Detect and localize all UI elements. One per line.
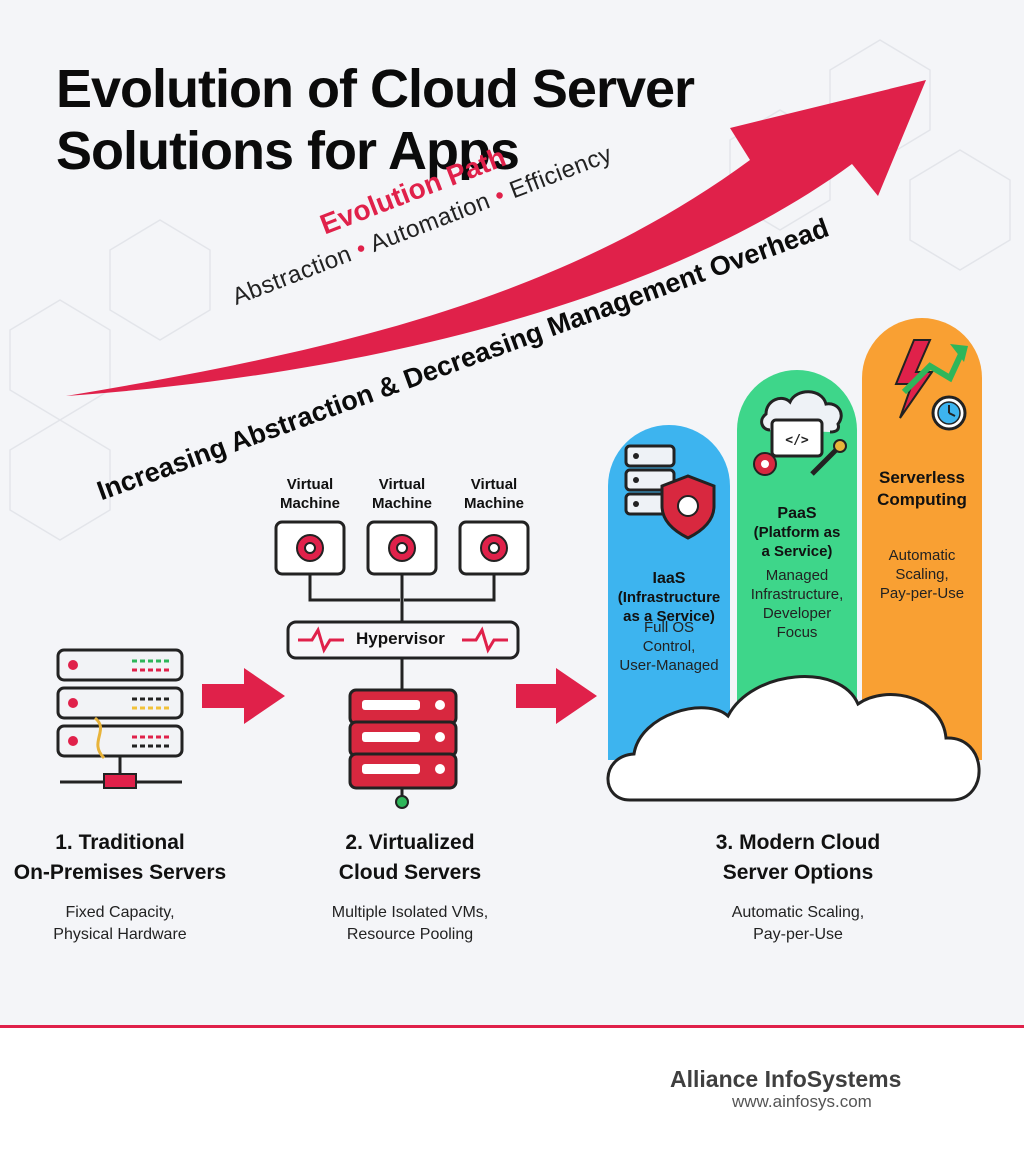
vm-label-2: Virtual Machine xyxy=(354,475,450,513)
serverless-desc-line: Scaling, xyxy=(895,566,949,583)
vm-label-line: Virtual xyxy=(470,476,518,493)
stage-title-line: 2. Virtualized xyxy=(345,831,475,854)
arrow-right-icon xyxy=(202,668,285,724)
page-title: Evolution of Cloud Server Solutions for … xyxy=(56,58,695,182)
serverless-title: Serverless Computing xyxy=(862,467,982,511)
arrow-right-icon xyxy=(516,668,597,724)
serverless-title-line: Serverless xyxy=(878,468,966,487)
iaas-server-shield-icon xyxy=(624,444,716,540)
footer xyxy=(0,1025,1024,1157)
serverless-desc-line: Pay-per-Use xyxy=(879,585,965,602)
stage-desc-line: Automatic Scaling, xyxy=(731,904,865,921)
vm-label-3: Virtual Machine xyxy=(446,475,542,513)
hypervisor-bar xyxy=(286,620,520,690)
svg-text:</>: </> xyxy=(785,433,809,448)
stage-3-title: 3. Modern Cloud Server Options xyxy=(678,828,918,888)
stage-2-desc: Multiple Isolated VMs, Resource Pooling xyxy=(290,902,530,946)
stage-desc-line: Multiple Isolated VMs, xyxy=(331,904,489,921)
company-name: Alliance InfoSystems xyxy=(670,1066,902,1092)
physical-server-icon xyxy=(56,648,184,789)
paas-desc-line: Developer xyxy=(762,605,832,622)
paas-desc-line: Infrastructure, xyxy=(750,586,844,603)
iaas-title-line: (Infrastructure xyxy=(617,589,721,606)
vm-label-line: Machine xyxy=(463,495,524,512)
evolution-arrow xyxy=(66,80,926,396)
paas-cloud-code-icon: </> xyxy=(753,390,847,476)
stage-title-line: Server Options xyxy=(722,861,874,884)
stage-title-line: 3. Modern Cloud xyxy=(715,831,881,854)
vm-label-line: Machine xyxy=(279,495,340,512)
stage-2-title: 2. Virtualized Cloud Servers xyxy=(290,828,530,888)
hypervisor-label: Hypervisor xyxy=(356,629,445,648)
paas-title-line: PaaS xyxy=(777,505,817,522)
stage-desc-line: Physical Hardware xyxy=(53,926,187,943)
iaas-desc-line: Full OS xyxy=(643,619,694,636)
vm-label-line: Virtual xyxy=(378,476,426,493)
stage-3-desc: Automatic Scaling, Pay-per-Use xyxy=(678,902,918,946)
paas-desc: Managed Infrastructure, Developer Focus xyxy=(737,566,857,642)
stage-1-title: 1. Traditional On-Premises Servers xyxy=(0,828,240,888)
serverless-desc: Automatic Scaling, Pay-per-Use xyxy=(862,546,982,603)
paas-title-line: (Platform as xyxy=(753,524,841,541)
title-line-2: Solutions for Apps xyxy=(56,121,520,181)
iaas-desc: Full OS Control, User-Managed xyxy=(608,618,730,675)
serverless-title-line: Computing xyxy=(877,490,967,509)
diagram-illustrations: </> xyxy=(56,318,982,809)
iaas-title: IaaS (Infrastructure as a Service) xyxy=(608,569,730,626)
serverless-desc-line: Automatic xyxy=(888,547,956,564)
stage-desc-line: Resource Pooling xyxy=(346,926,474,943)
vm-label-line: Virtual xyxy=(286,476,334,493)
iaas-title-line: IaaS xyxy=(652,570,686,587)
paas-title: PaaS (Platform as a Service) xyxy=(737,504,857,561)
cloud-base-icon xyxy=(606,675,981,802)
stage-title-line: 1. Traditional xyxy=(55,831,185,854)
iaas-desc-line: Control, xyxy=(642,638,696,655)
title-line-1: Evolution of Cloud Server xyxy=(56,59,695,119)
virtual-machine-icons xyxy=(274,520,530,622)
company-website[interactable]: www.ainfosys.com xyxy=(732,1092,872,1111)
vm-label-1: Virtual Machine xyxy=(262,475,358,513)
iaas-desc-line: User-Managed xyxy=(619,657,719,674)
stage-title-line: On-Premises Servers xyxy=(13,861,227,884)
stage-1-desc: Fixed Capacity, Physical Hardware xyxy=(0,902,240,946)
stage-title-line: Cloud Servers xyxy=(338,861,482,884)
paas-desc-line: Managed xyxy=(765,567,829,584)
stage-desc-line: Pay-per-Use xyxy=(753,926,843,943)
serverless-lightning-icon xyxy=(894,339,968,431)
vm-label-line: Machine xyxy=(371,495,432,512)
paas-desc-line: Focus xyxy=(776,624,818,641)
iaas-title-line: as a Service) xyxy=(623,608,715,625)
host-server-icon xyxy=(348,688,458,809)
paas-title-line: a Service) xyxy=(761,543,833,560)
stage-desc-line: Fixed Capacity, xyxy=(65,904,175,921)
